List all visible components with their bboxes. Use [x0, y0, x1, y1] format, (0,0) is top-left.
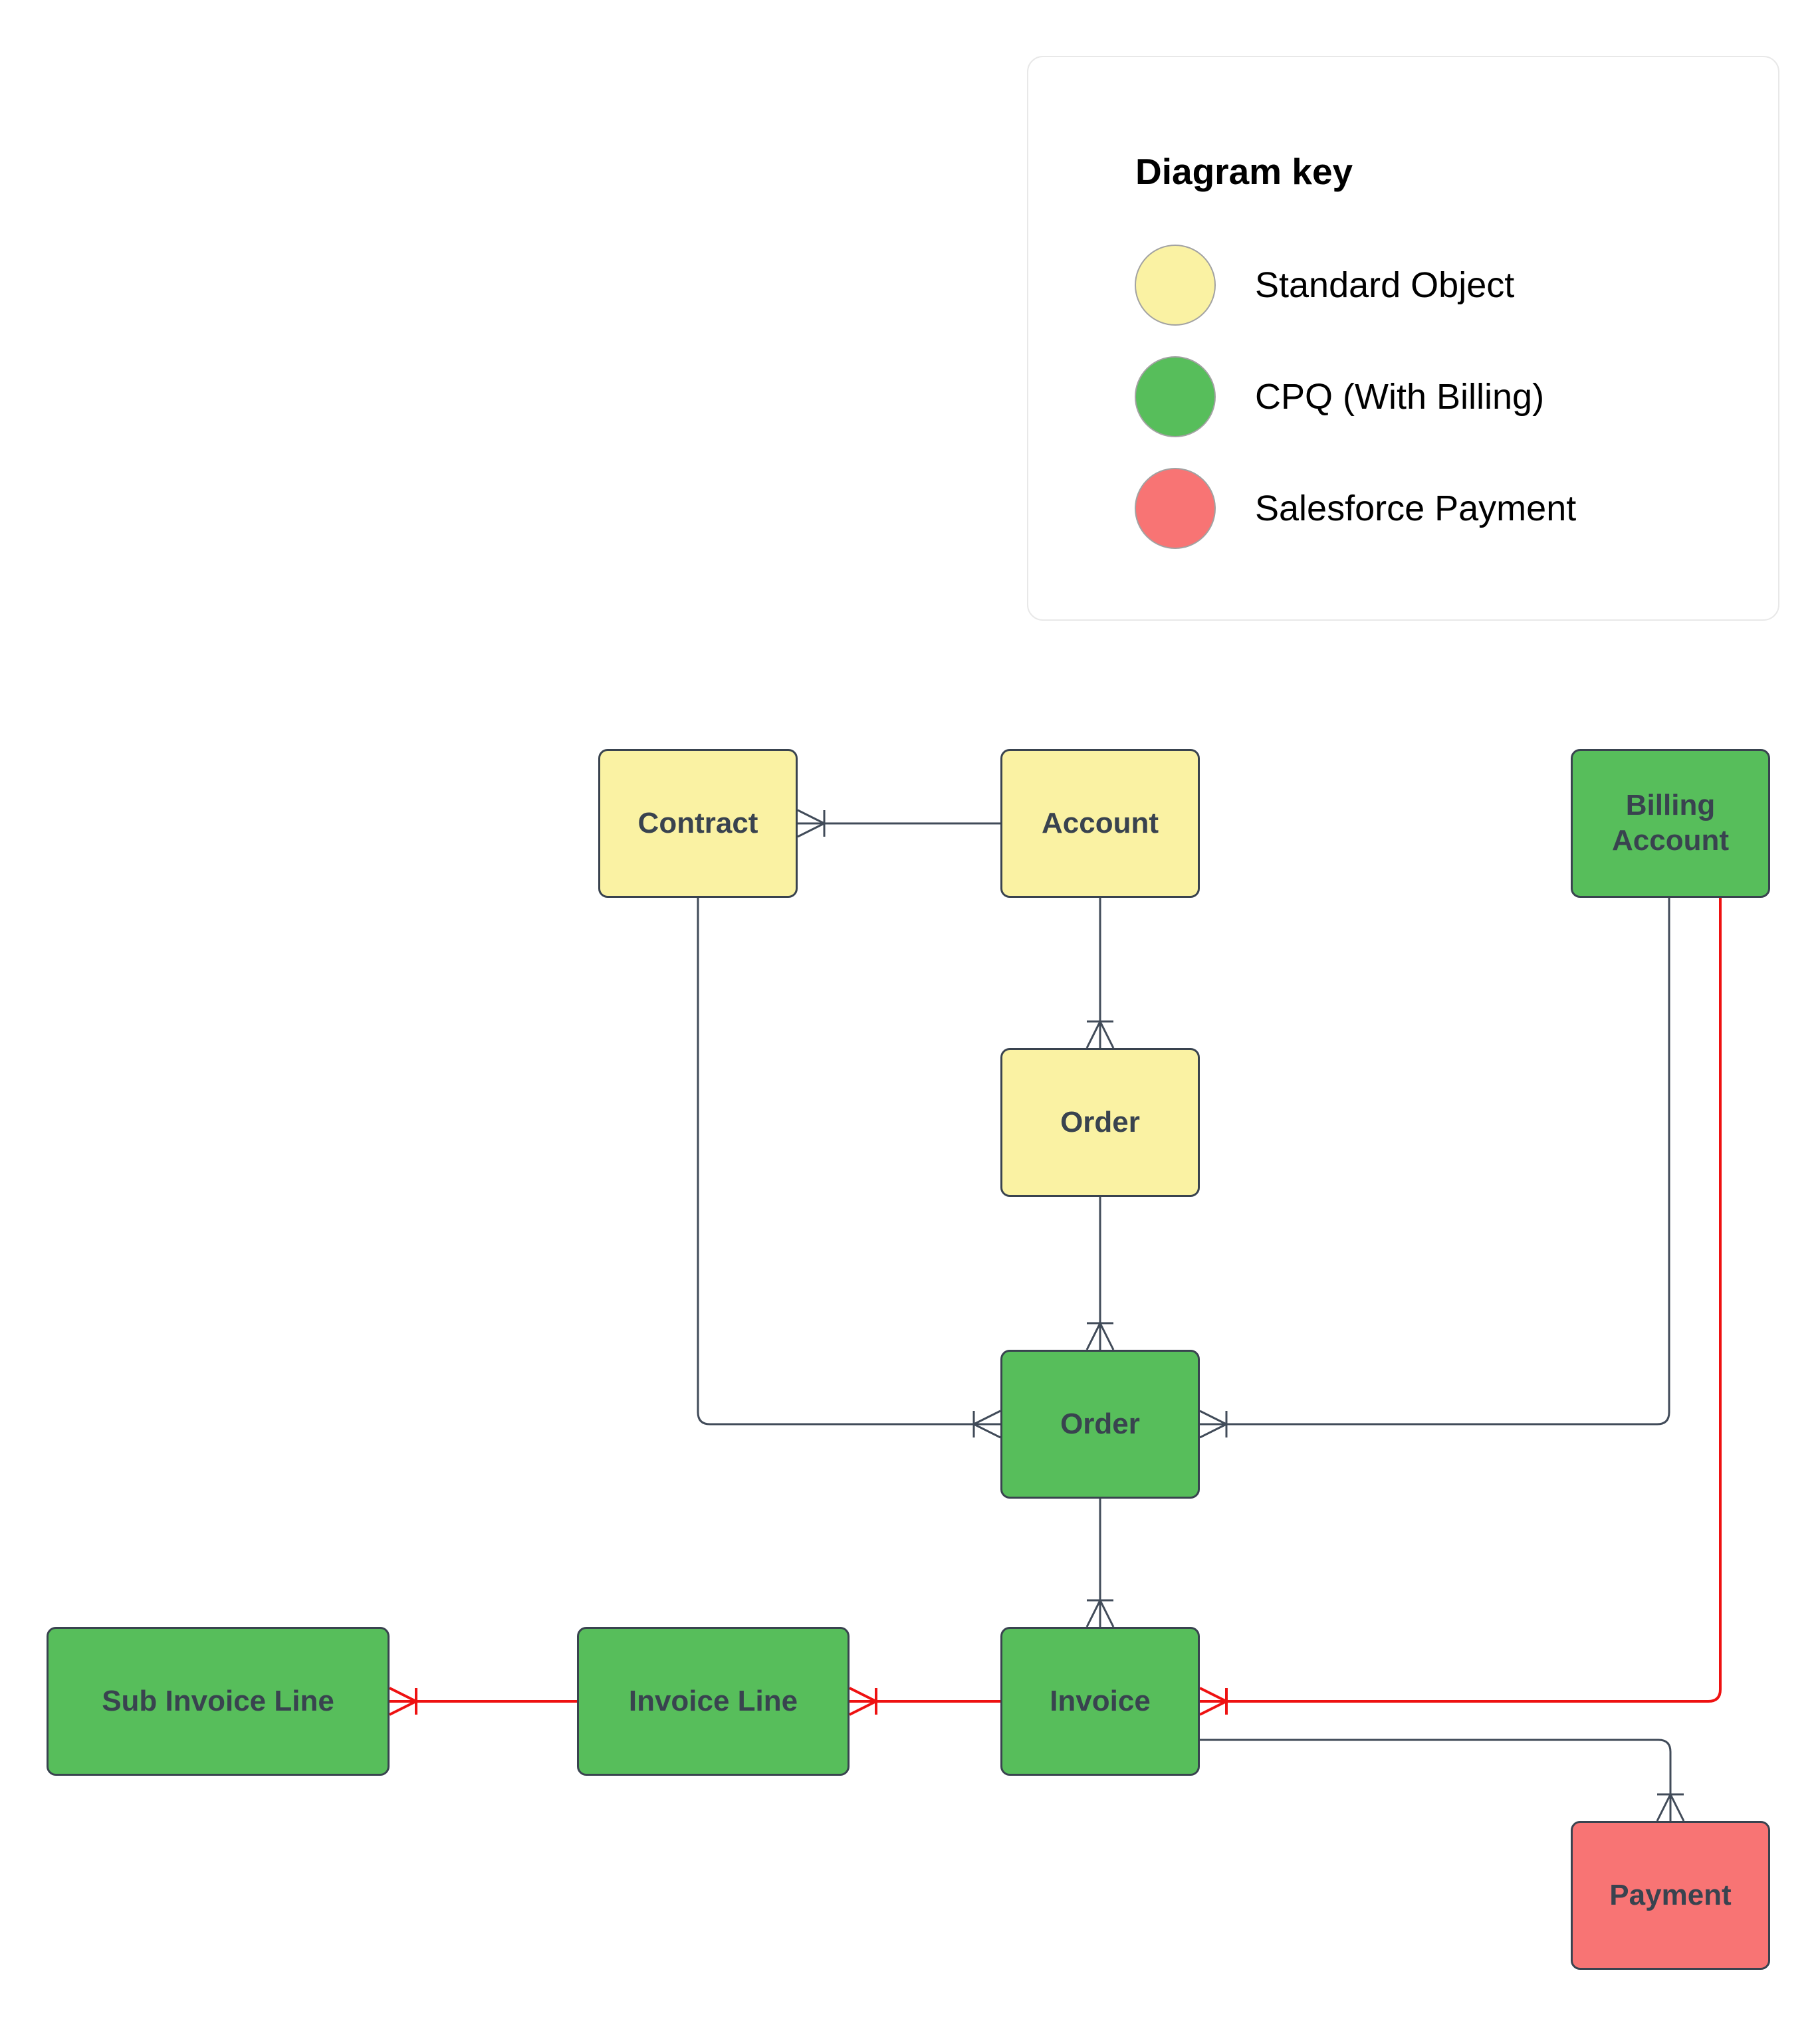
node-invoice_line[interactable]: Invoice Line — [577, 1627, 850, 1776]
crowfoot-billing_order_cpq — [1199, 1410, 1228, 1439]
diagram-key: Diagram key Standard Object CPQ (With Bi… — [1027, 56, 1779, 621]
legend-item-standard-object: Standard Object — [1135, 245, 1514, 326]
standard-object-color-dot — [1135, 245, 1216, 326]
legend-item-cpq: CPQ (With Billing) — [1135, 356, 1544, 437]
crowfoot-sil_invoice_line — [389, 1687, 417, 1716]
crowfoot-contract_account — [797, 809, 826, 838]
crowfoot-account_order — [1085, 1020, 1115, 1049]
crowfoot-invoice_payment — [1656, 1793, 1685, 1822]
edge-contract_order_cpq — [697, 898, 1000, 1426]
node-order_standard[interactable]: Order — [1000, 1048, 1200, 1197]
edge-invoice_billing — [1200, 898, 1722, 1703]
crowfoot-invoice_line_invoice — [849, 1687, 877, 1716]
node-sub_invoice_line[interactable]: Sub Invoice Line — [47, 1627, 390, 1776]
legend-label-cpq: CPQ (With Billing) — [1255, 377, 1545, 417]
crowfoot-invoice_billing — [1199, 1687, 1228, 1716]
edge-billing_order_cpq — [1200, 898, 1670, 1426]
salesforce-payment-color-dot — [1135, 468, 1216, 549]
cpq-color-dot — [1135, 356, 1216, 437]
legend-title: Diagram key — [1135, 151, 1353, 192]
node-account[interactable]: Account — [1000, 749, 1200, 898]
crowfoot-contract_order_cpq — [972, 1410, 1001, 1439]
edge-invoice_payment — [1200, 1739, 1672, 1821]
crowfoot-order_invoice — [1085, 1599, 1115, 1628]
crowfoot-order_order — [1085, 1322, 1115, 1350]
legend-label-standard-object: Standard Object — [1255, 265, 1515, 305]
legend-item-salesforce-payment: Salesforce Payment — [1135, 468, 1576, 549]
node-payment[interactable]: Payment — [1571, 1821, 1770, 1970]
node-billing_account[interactable]: Billing Account — [1571, 749, 1770, 898]
legend-label-salesforce-payment: Salesforce Payment — [1255, 488, 1577, 528]
node-contract[interactable]: Contract — [598, 749, 798, 898]
node-invoice[interactable]: Invoice — [1000, 1627, 1200, 1776]
node-order_cpq[interactable]: Order — [1000, 1350, 1200, 1499]
